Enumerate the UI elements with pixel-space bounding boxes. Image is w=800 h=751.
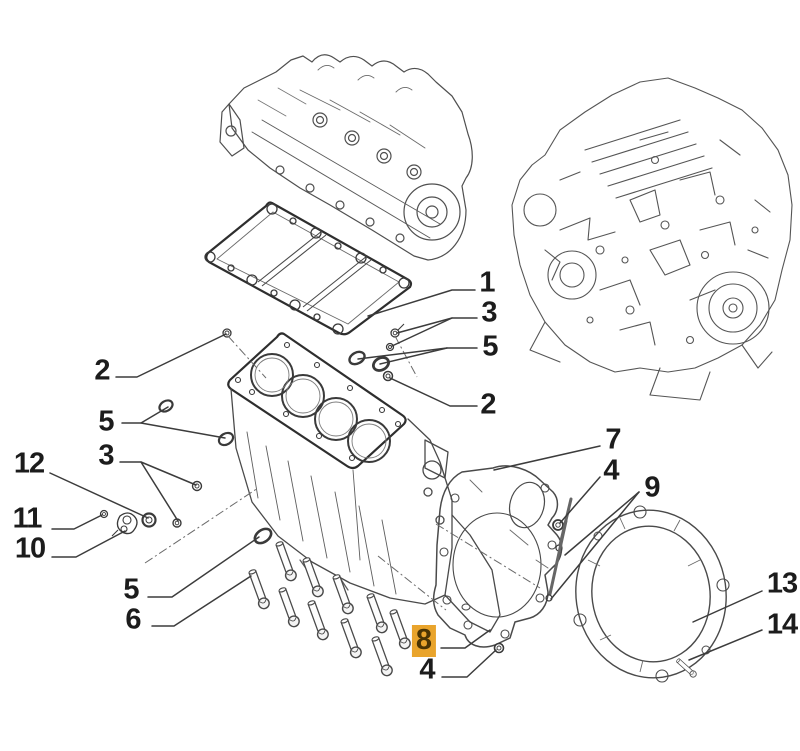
part-callout-2[interactable]: 2: [94, 354, 110, 387]
part-callout-7[interactable]: 7: [605, 423, 621, 456]
part-callout-5[interactable]: 5: [98, 405, 114, 438]
round-gasket-drawing: [573, 505, 730, 683]
part-callout-12[interactable]: 12: [13, 447, 45, 480]
part-callout-9[interactable]: 9: [644, 471, 660, 504]
part-callout-5[interactable]: 5: [123, 573, 139, 606]
part-callout-8-highlighted[interactable]: 8: [411, 625, 437, 657]
part-callout-3[interactable]: 3: [481, 296, 497, 329]
assembled-engine-drawing: [511, 77, 793, 401]
head-bolts-drawing: [246, 539, 413, 678]
valve-cover-gasket-drawing: [204, 201, 413, 336]
part-callout-4[interactable]: 4: [419, 653, 435, 686]
cylinder-head-drawing: [219, 54, 473, 261]
part-callout-3[interactable]: 3: [98, 439, 114, 472]
small-parts-drawing: [99, 323, 699, 679]
part-callout-10[interactable]: 10: [14, 532, 46, 565]
flywheel-housing-drawing: [432, 465, 563, 648]
part-callout-5[interactable]: 5: [482, 330, 498, 363]
leader-lines: [49, 289, 763, 678]
part-callout-11[interactable]: 11: [12, 502, 43, 535]
part-callout-6[interactable]: 6: [125, 603, 141, 636]
part-callout-4[interactable]: 4: [603, 454, 619, 487]
part-callout-1[interactable]: 1: [479, 266, 495, 299]
part-callout-14[interactable]: 14: [766, 608, 798, 641]
engine-block-drawing: [227, 332, 501, 633]
part-callout-2[interactable]: 2: [480, 388, 496, 421]
part-callout-13[interactable]: 13: [766, 567, 798, 600]
alignment-centerlines: [144, 335, 541, 611]
